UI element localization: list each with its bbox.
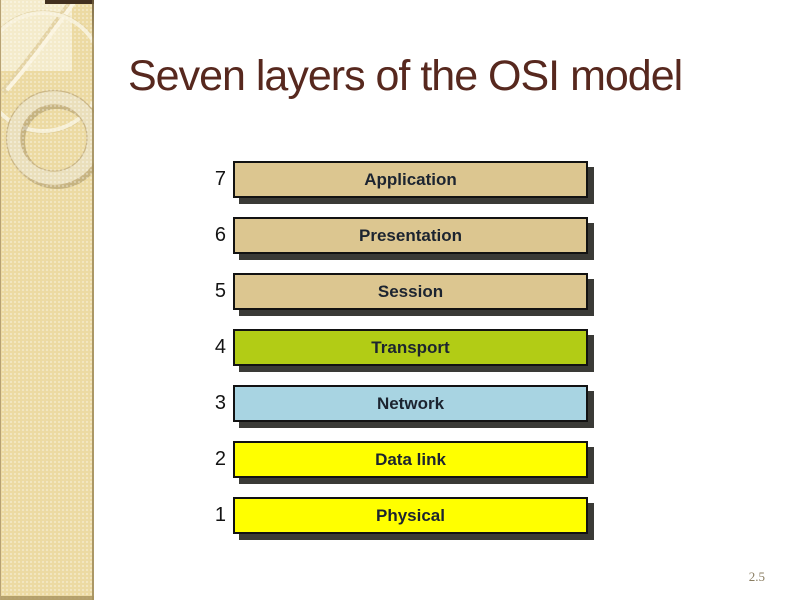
layer-label: Physical: [376, 505, 445, 525]
osi-layer-row: 3 Network: [198, 383, 588, 424]
layer-label: Transport: [371, 337, 450, 357]
layer-number: 7: [214, 168, 226, 190]
layer-label: Data link: [375, 449, 446, 469]
layer-number: 6: [214, 224, 226, 246]
layer-number: 5: [214, 280, 226, 302]
circle-outline-decoration: [1, 11, 94, 133]
layer-number: 3: [214, 392, 226, 414]
osi-layer-row: 2 Data link: [198, 439, 588, 480]
layer-label: Network: [376, 393, 445, 413]
layer-label: Presentation: [359, 225, 462, 245]
osi-layer-row: 4 Transport: [198, 327, 588, 368]
layer-bar: Session: [233, 273, 588, 310]
layer-label: Application: [364, 169, 457, 189]
ring-outer-edge: [5, 89, 94, 187]
top-accent-strip: [45, 0, 94, 4]
layer-bar: Physical: [233, 497, 588, 534]
sidebar-ornament-graphic: [1, 0, 94, 189]
sidebar-bottom-border: [1, 596, 94, 600]
layer-number: 1: [214, 504, 226, 526]
layer-bar: Data link: [233, 441, 588, 478]
layer-number: 4: [214, 336, 226, 358]
layer-bar: Network: [233, 385, 588, 422]
layer-number: 2: [214, 448, 226, 470]
layer-bar: Transport: [233, 329, 588, 366]
layer-bar: Application: [233, 161, 588, 198]
slide-title: Seven layers of the OSI model: [128, 52, 683, 100]
sidebar-right-border: [92, 0, 94, 600]
page-number: 2.5: [748, 569, 765, 584]
osi-layer-row: 6 Presentation: [198, 215, 588, 256]
ring-inner-edge: [20, 104, 88, 172]
layer-label: Session: [377, 281, 444, 301]
ring-decoration: [7, 91, 94, 185]
osi-layer-row: 1 Physical: [198, 495, 588, 536]
osi-layer-row: 7 Application: [198, 159, 588, 200]
osi-layer-row: 5 Session: [198, 271, 588, 312]
layer-bar: Presentation: [233, 217, 588, 254]
